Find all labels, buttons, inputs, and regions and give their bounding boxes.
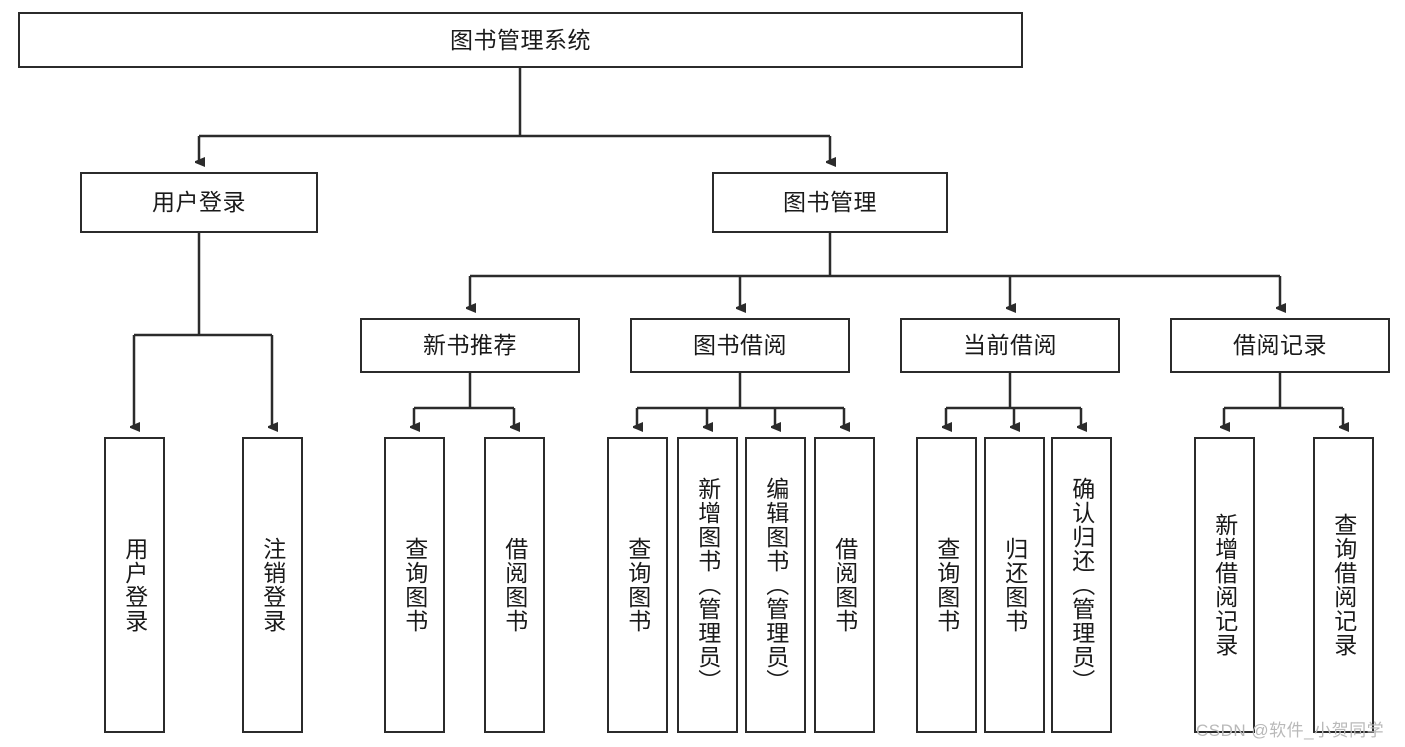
node-label: 查询借阅记录 <box>1330 513 1357 657</box>
node-label: 查询图书 <box>401 537 428 633</box>
leaf-query-book-current[interactable]: 查询图书 <box>916 437 977 733</box>
leaf-query-book-borrow[interactable]: 查询图书 <box>607 437 668 733</box>
node-root[interactable]: 图书管理系统 <box>18 12 1023 68</box>
node-label: 编辑图书（管理员） <box>762 477 789 693</box>
node-label: 查询图书 <box>624 537 651 633</box>
node-borrow-record[interactable]: 借阅记录 <box>1170 318 1390 373</box>
node-label: 图书管理 <box>783 189 877 216</box>
csdn-watermark: CSDN @软件_小贺同学 <box>1196 721 1385 740</box>
leaf-confirm-return-admin[interactable]: 确认归还（管理员） <box>1051 437 1112 733</box>
node-label: 图书管理系统 <box>450 26 591 53</box>
node-label: 借阅图书 <box>501 537 528 633</box>
node-label: 图书借阅 <box>693 332 787 359</box>
node-label: 借阅记录 <box>1233 332 1327 359</box>
node-user-login[interactable]: 用户登录 <box>80 172 318 233</box>
leaf-logout[interactable]: 注销登录 <box>242 437 303 733</box>
leaf-borrow-book[interactable]: 借阅图书 <box>814 437 875 733</box>
leaf-query-book-recommend[interactable]: 查询图书 <box>384 437 445 733</box>
node-label: 注销登录 <box>259 537 286 633</box>
node-book-borrow[interactable]: 图书借阅 <box>630 318 850 373</box>
node-label: 借阅图书 <box>831 537 858 633</box>
node-label: 查询图书 <box>933 537 960 633</box>
leaf-edit-book-admin[interactable]: 编辑图书（管理员） <box>745 437 806 733</box>
node-new-book-recommend[interactable]: 新书推荐 <box>360 318 580 373</box>
edges <box>134 68 1343 427</box>
node-label: 归还图书 <box>1001 537 1028 633</box>
node-label: 用户登录 <box>152 189 246 216</box>
node-label: 新书推荐 <box>423 332 517 359</box>
node-current-borrow[interactable]: 当前借阅 <box>900 318 1120 373</box>
node-book-management[interactable]: 图书管理 <box>712 172 948 233</box>
leaf-user-login[interactable]: 用户登录 <box>104 437 165 733</box>
leaf-borrow-book-recommend[interactable]: 借阅图书 <box>484 437 545 733</box>
node-label: 新增图书（管理员） <box>694 477 721 693</box>
node-label: 当前借阅 <box>963 332 1057 359</box>
node-label: 用户登录 <box>121 537 148 633</box>
leaf-add-book-admin[interactable]: 新增图书（管理员） <box>677 437 738 733</box>
node-label: 确认归还（管理员） <box>1068 477 1095 693</box>
node-label: 新增借阅记录 <box>1211 513 1238 657</box>
leaf-add-borrow-record[interactable]: 新增借阅记录 <box>1194 437 1255 733</box>
leaf-query-borrow-record[interactable]: 查询借阅记录 <box>1313 437 1374 733</box>
leaf-return-book[interactable]: 归还图书 <box>984 437 1045 733</box>
